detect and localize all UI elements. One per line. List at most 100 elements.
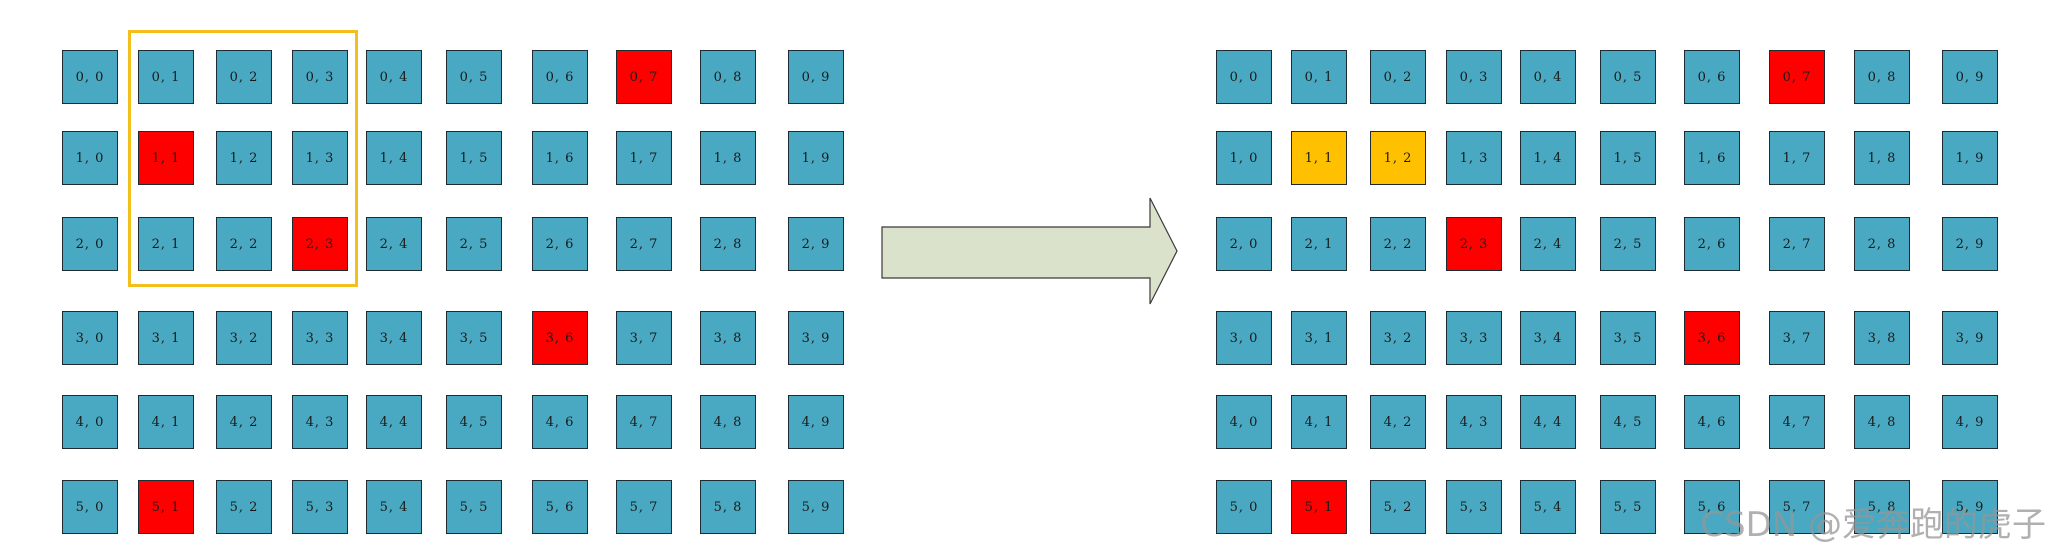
right-cell-0-6: 0, 6 [1684, 50, 1740, 104]
left-cell-3-9: 3, 9 [788, 311, 844, 365]
left-cell-1-0: 1, 0 [62, 131, 118, 185]
left-cell-5-4: 5, 4 [366, 480, 422, 534]
right-cell-0-0: 0, 0 [1216, 50, 1272, 104]
left-cell-1-3: 1, 3 [292, 131, 348, 185]
left-cell-1-9: 1, 9 [788, 131, 844, 185]
watermark: CSDN @爱奔跑的虎子 [1700, 505, 2046, 545]
left-cell-0-2: 0, 2 [216, 50, 272, 104]
left-cell-3-4: 3, 4 [366, 311, 422, 365]
left-cell-0-7: 0, 7 [616, 50, 672, 104]
left-cell-0-8: 0, 8 [700, 50, 756, 104]
right-cell-1-1: 1, 1 [1291, 131, 1347, 185]
right-cell-5-8: 5, 8 [1854, 480, 1910, 534]
left-cell-5-6: 5, 6 [532, 480, 588, 534]
left-cell-5-8: 5, 8 [700, 480, 756, 534]
left-cell-0-6: 0, 6 [532, 50, 588, 104]
left-cell-0-5: 0, 5 [446, 50, 502, 104]
left-cell-2-0: 2, 0 [62, 217, 118, 271]
left-cell-5-2: 5, 2 [216, 480, 272, 534]
left-cell-4-8: 4, 8 [700, 395, 756, 449]
right-cell-5-1: 5, 1 [1291, 480, 1347, 534]
left-cell-3-8: 3, 8 [700, 311, 756, 365]
left-cell-3-0: 3, 0 [62, 311, 118, 365]
right-cell-0-1: 0, 1 [1291, 50, 1347, 104]
left-cell-1-6: 1, 6 [532, 131, 588, 185]
right-cell-3-3: 3, 3 [1446, 311, 1502, 365]
right-cell-5-2: 5, 2 [1370, 480, 1426, 534]
right-cell-3-2: 3, 2 [1370, 311, 1426, 365]
right-cell-4-0: 4, 0 [1216, 395, 1272, 449]
right-cell-0-7: 0, 7 [1769, 50, 1825, 104]
left-cell-5-7: 5, 7 [616, 480, 672, 534]
right-cell-4-8: 4, 8 [1854, 395, 1910, 449]
right-cell-4-4: 4, 4 [1520, 395, 1576, 449]
right-cell-4-3: 4, 3 [1446, 395, 1502, 449]
right-cell-3-4: 3, 4 [1520, 311, 1576, 365]
left-cell-4-7: 4, 7 [616, 395, 672, 449]
right-cell-5-6: 5, 6 [1684, 480, 1740, 534]
right-arrow-icon [881, 197, 1178, 305]
right-cell-1-4: 1, 4 [1520, 131, 1576, 185]
right-cell-5-4: 5, 4 [1520, 480, 1576, 534]
left-cell-0-3: 0, 3 [292, 50, 348, 104]
left-cell-0-1: 0, 1 [138, 50, 194, 104]
right-cell-0-8: 0, 8 [1854, 50, 1910, 104]
left-cell-0-9: 0, 9 [788, 50, 844, 104]
left-cell-2-1: 2, 1 [138, 217, 194, 271]
left-cell-3-2: 3, 2 [216, 311, 272, 365]
left-cell-5-9: 5, 9 [788, 480, 844, 534]
right-cell-3-6: 3, 6 [1684, 311, 1740, 365]
right-cell-2-0: 2, 0 [1216, 217, 1272, 271]
right-cell-1-8: 1, 8 [1854, 131, 1910, 185]
right-cell-5-9: 5, 9 [1942, 480, 1998, 534]
right-cell-3-1: 3, 1 [1291, 311, 1347, 365]
left-cell-1-8: 1, 8 [700, 131, 756, 185]
right-cell-1-7: 1, 7 [1769, 131, 1825, 185]
right-cell-2-9: 2, 9 [1942, 217, 1998, 271]
left-cell-5-1: 5, 1 [138, 480, 194, 534]
right-cell-4-1: 4, 1 [1291, 395, 1347, 449]
left-cell-4-6: 4, 6 [532, 395, 588, 449]
right-cell-5-3: 5, 3 [1446, 480, 1502, 534]
right-cell-3-7: 3, 7 [1769, 311, 1825, 365]
left-cell-4-1: 4, 1 [138, 395, 194, 449]
left-cell-4-5: 4, 5 [446, 395, 502, 449]
right-cell-3-9: 3, 9 [1942, 311, 1998, 365]
left-cell-0-4: 0, 4 [366, 50, 422, 104]
left-cell-5-3: 5, 3 [292, 480, 348, 534]
left-cell-3-6: 3, 6 [532, 311, 588, 365]
right-cell-4-2: 4, 2 [1370, 395, 1426, 449]
left-cell-2-6: 2, 6 [532, 217, 588, 271]
right-cell-2-8: 2, 8 [1854, 217, 1910, 271]
right-cell-3-8: 3, 8 [1854, 311, 1910, 365]
right-cell-1-2: 1, 2 [1370, 131, 1426, 185]
left-cell-4-4: 4, 4 [366, 395, 422, 449]
right-cell-1-6: 1, 6 [1684, 131, 1740, 185]
right-cell-4-9: 4, 9 [1942, 395, 1998, 449]
right-cell-1-0: 1, 0 [1216, 131, 1272, 185]
left-cell-1-4: 1, 4 [366, 131, 422, 185]
right-cell-1-3: 1, 3 [1446, 131, 1502, 185]
left-cell-1-5: 1, 5 [446, 131, 502, 185]
left-cell-2-5: 2, 5 [446, 217, 502, 271]
right-cell-2-5: 2, 5 [1600, 217, 1656, 271]
right-cell-1-5: 1, 5 [1600, 131, 1656, 185]
right-cell-0-9: 0, 9 [1942, 50, 1998, 104]
right-cell-5-7: 5, 7 [1769, 480, 1825, 534]
left-cell-4-2: 4, 2 [216, 395, 272, 449]
left-cell-2-3: 2, 3 [292, 217, 348, 271]
selection-box [128, 30, 358, 287]
left-cell-2-8: 2, 8 [700, 217, 756, 271]
left-cell-2-7: 2, 7 [616, 217, 672, 271]
left-cell-1-1: 1, 1 [138, 131, 194, 185]
left-cell-1-7: 1, 7 [616, 131, 672, 185]
left-cell-3-5: 3, 5 [446, 311, 502, 365]
right-cell-2-3: 2, 3 [1446, 217, 1502, 271]
right-cell-0-4: 0, 4 [1520, 50, 1576, 104]
right-cell-3-5: 3, 5 [1600, 311, 1656, 365]
left-cell-1-2: 1, 2 [216, 131, 272, 185]
left-cell-0-0: 0, 0 [62, 50, 118, 104]
right-cell-4-5: 4, 5 [1600, 395, 1656, 449]
